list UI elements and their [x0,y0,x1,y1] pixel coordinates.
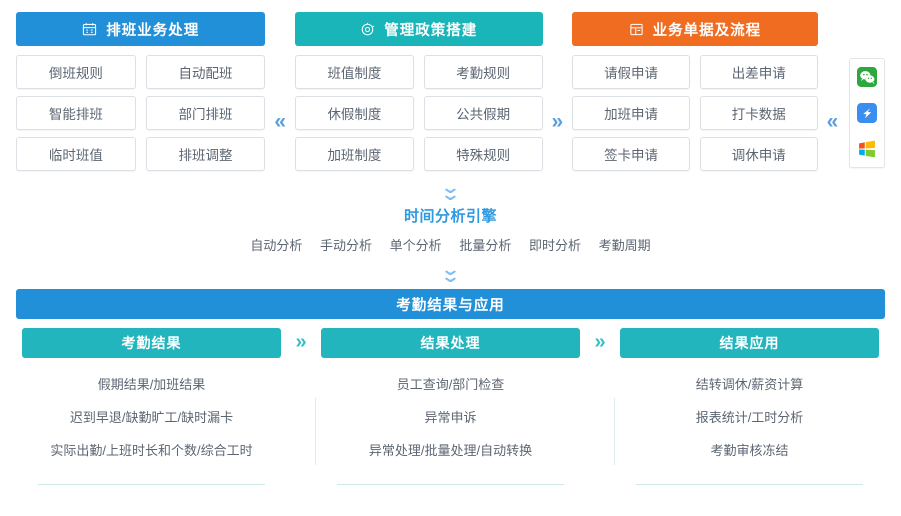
panel-scheduling: 排班业务处理 倒班规则 自动配班 智能排班 部门排班 临时班值 排班调整 [16,12,266,171]
result-column-result-application: 结果应用 结转调休/薪资计算 报表统计/工时分析 考勤审核冻结 [614,328,885,491]
results-section: 考勤结果与应用 考勤结果 假期结果/加班结果 迟到早退/缺勤旷工/缺时漏卡 实际… [0,289,901,491]
tile-temporary-shift[interactable]: 临时班值 [16,137,136,171]
tile-shift-system[interactable]: 班值制度 [295,55,414,89]
panel-documents-title: 业务单据及流程 [652,22,762,39]
tile-shift-rotation-rule[interactable]: 倒班规则 [16,55,136,89]
result-list-attendance-results: 假期结果/加班结果 迟到早退/缺勤旷工/缺时漏卡 实际出勤/上班时长和个数/综合… [16,374,287,491]
panel-policy: 管理政策搭建 班值制度 考勤规则 休假制度 公共假期 加班制度 特殊规则 [295,12,543,171]
time-analysis-engine: ⌄⌄ 时间分析引擎 自动分析 手动分析 单个分析 批量分析 即时分析 考勤周期 … [0,178,901,286]
tile-auto-assign-shift[interactable]: 自动配班 [145,55,266,89]
panel-scheduling-header: 排班业务处理 [16,12,266,46]
engine-term-single: 单个分析 [389,238,442,253]
column-underline [337,484,564,485]
top-panels-row: 排班业务处理 倒班规则 自动配班 智能排班 部门排班 临时班值 排班调整 « [0,0,901,171]
tile-overtime-system[interactable]: 加班制度 [295,137,414,171]
engine-term-manual: 手动分析 [320,238,373,253]
list-item: 考勤审核冻结 [710,443,789,458]
engine-term-auto: 自动分析 [250,238,303,253]
windows-icon[interactable] [857,139,877,159]
list-item: 迟到早退/缺勤旷工/缺时漏卡 [69,410,234,425]
connector-panel1-panel2-icon: « [274,110,287,133]
list-item: 员工查询/部门检查 [396,377,505,392]
connector-panel3-apps-icon: « [826,110,839,133]
tile-time-off-request[interactable]: 调休申请 [699,137,818,171]
result-list-result-processing: 员工查询/部门检查 异常申诉 异常处理/批量处理/自动转换 [315,374,586,491]
result-column-result-processing-header: 结果处理 [321,328,580,358]
results-banner: 考勤结果与应用 [16,289,885,319]
panel-scheduling-title: 排班业务处理 [106,22,200,39]
tile-department-scheduling[interactable]: 部门排班 [145,96,266,130]
app-integration-strip [849,58,885,168]
panel-policy-header: 管理政策搭建 [295,12,543,46]
connector-results-to-processing-icon: » [295,331,307,353]
form-icon [629,22,644,37]
list-item: 结转调休/薪资计算 [695,377,804,392]
column-underline [38,484,265,485]
engine-term-realtime: 即时分析 [528,238,581,253]
panel-scheduling-tiles: 倒班规则 自动配班 智能排班 部门排班 临时班值 排班调整 [16,55,266,171]
result-column-attendance-results-body: 假期结果/加班结果 迟到早退/缺勤旷工/缺时漏卡 实际出勤/上班时长和个数/综合… [16,358,287,491]
connector-panel2-panel3-icon: » [551,110,564,133]
tile-smart-scheduling[interactable]: 智能排班 [16,96,136,130]
list-item: 报表统计/工时分析 [695,410,804,425]
result-column-attendance-results: 考勤结果 假期结果/加班结果 迟到早退/缺勤旷工/缺时漏卡 实际出勤/上班时长和… [16,328,287,491]
result-column-attendance-results-header: 考勤结果 [22,328,281,358]
engine-term-cycle: 考勤周期 [598,238,651,253]
gear-icon [360,22,375,37]
tile-leave-request[interactable]: 请假申请 [572,55,690,89]
panel-policy-title: 管理政策搭建 [384,22,478,39]
tile-business-trip-request[interactable]: 出差申请 [699,55,818,89]
results-columns: 考勤结果 假期结果/加班结果 迟到早退/缺勤旷工/缺时漏卡 实际出勤/上班时长和… [16,328,885,491]
tile-sign-card-request[interactable]: 签卡申请 [572,137,690,171]
column-underline [636,484,863,485]
tile-leave-system[interactable]: 休假制度 [295,96,414,130]
tile-public-holiday[interactable]: 公共假期 [423,96,543,130]
list-item: 实际出勤/上班时长和个数/综合工时 [50,443,253,458]
tile-special-rule[interactable]: 特殊规则 [423,137,543,171]
result-column-result-processing-body: 员工查询/部门检查 异常申诉 异常处理/批量处理/自动转换 [315,358,586,491]
panel-documents: 业务单据及流程 请假申请 出差申请 加班申请 打卡数据 签卡申请 调休申请 [572,12,818,171]
engine-term-batch: 批量分析 [459,238,512,253]
tile-punch-data[interactable]: 打卡数据 [699,96,818,130]
wechat-icon[interactable] [857,67,878,87]
panel-documents-header: 业务单据及流程 [572,12,818,46]
panel-documents-tiles: 请假申请 出差申请 加班申请 打卡数据 签卡申请 调休申请 [572,55,818,171]
dingtalk-icon[interactable] [857,103,878,123]
tile-overtime-request[interactable]: 加班申请 [572,96,690,130]
chevron-double-down-icon-top: ⌄⌄ [440,178,461,204]
result-list-result-application: 结转调休/薪资计算 报表统计/工时分析 考勤审核冻结 [614,374,885,491]
tile-schedule-adjustment[interactable]: 排班调整 [145,137,266,171]
calendar-icon [82,22,97,37]
result-column-result-application-body: 结转调休/薪资计算 报表统计/工时分析 考勤审核冻结 [614,358,885,491]
chevron-double-down-icon-bottom: ⌄⌄ [440,260,461,286]
column-divider-left [315,398,316,465]
list-item: 假期结果/加班结果 [97,377,206,392]
result-column-result-application-header: 结果应用 [620,328,879,358]
connector-processing-to-application-icon: » [594,331,606,353]
list-item: 异常处理/批量处理/自动转换 [368,443,533,458]
result-column-result-processing: 结果处理 员工查询/部门检查 异常申诉 异常处理/批量处理/自动转换 [315,328,586,491]
engine-title: 时间分析引擎 [403,208,497,225]
list-item: 异常申诉 [424,410,477,425]
engine-terms: 自动分析 手动分析 单个分析 批量分析 即时分析 考勤周期 [0,235,901,254]
panel-policy-tiles: 班值制度 考勤规则 休假制度 公共假期 加班制度 特殊规则 [295,55,543,171]
column-divider-left [614,398,615,465]
tile-attendance-rule[interactable]: 考勤规则 [423,55,543,89]
